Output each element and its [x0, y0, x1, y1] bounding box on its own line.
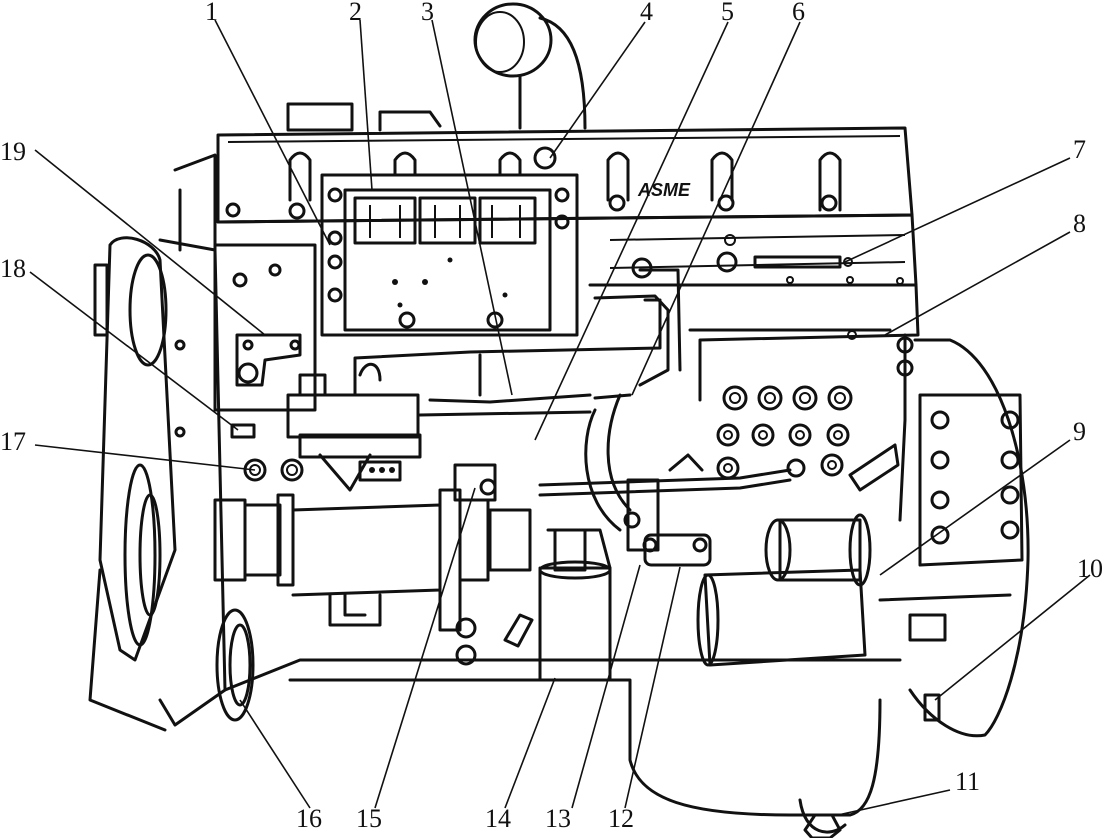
- fuel-lines: [353, 257, 792, 532]
- callout-15: 15: [356, 804, 382, 833]
- brand-logo-text: ASME: [637, 180, 691, 200]
- callout-10: 10: [1077, 554, 1103, 583]
- callout-2: 2: [349, 0, 362, 26]
- callout-9: 9: [1073, 417, 1086, 446]
- callout-16: 16: [296, 804, 322, 833]
- leader-lines: [29, 19, 1091, 816]
- callout-8: 8: [1073, 209, 1086, 238]
- callout-1: 1: [205, 0, 218, 26]
- front-cover: [173, 153, 317, 438]
- callout-19: 19: [0, 137, 26, 166]
- starter-motor: [623, 453, 872, 667]
- water-pump: [213, 493, 295, 722]
- engine-drawing: ASME: [88, 2, 1030, 838]
- callout-18: 18: [0, 254, 26, 283]
- fuel-filter: [538, 528, 612, 682]
- engine-block: [216, 213, 920, 522]
- callout-13: 13: [545, 804, 571, 833]
- injector-ports: [716, 385, 853, 480]
- callout-4: 4: [640, 0, 653, 26]
- callout-12: 12: [608, 804, 634, 833]
- fuel-pump-assembly: [230, 362, 422, 492]
- flywheel-housing: [878, 338, 1030, 738]
- front-pulley: [88, 236, 227, 732]
- callout-14: 14: [485, 804, 511, 833]
- callout-7: 7: [1073, 135, 1086, 164]
- sensor-bracket: [438, 463, 534, 666]
- callout-3: 3: [421, 0, 434, 26]
- oil-pan: [223, 658, 902, 838]
- coolant-pipe: [291, 503, 442, 627]
- callout-6: 6: [792, 0, 805, 26]
- air-intake-elbow: [473, 2, 587, 130]
- control-module: [320, 173, 579, 337]
- callout-5: 5: [721, 0, 734, 26]
- callout-11: 11: [955, 767, 980, 796]
- callout-17: 17: [0, 427, 26, 456]
